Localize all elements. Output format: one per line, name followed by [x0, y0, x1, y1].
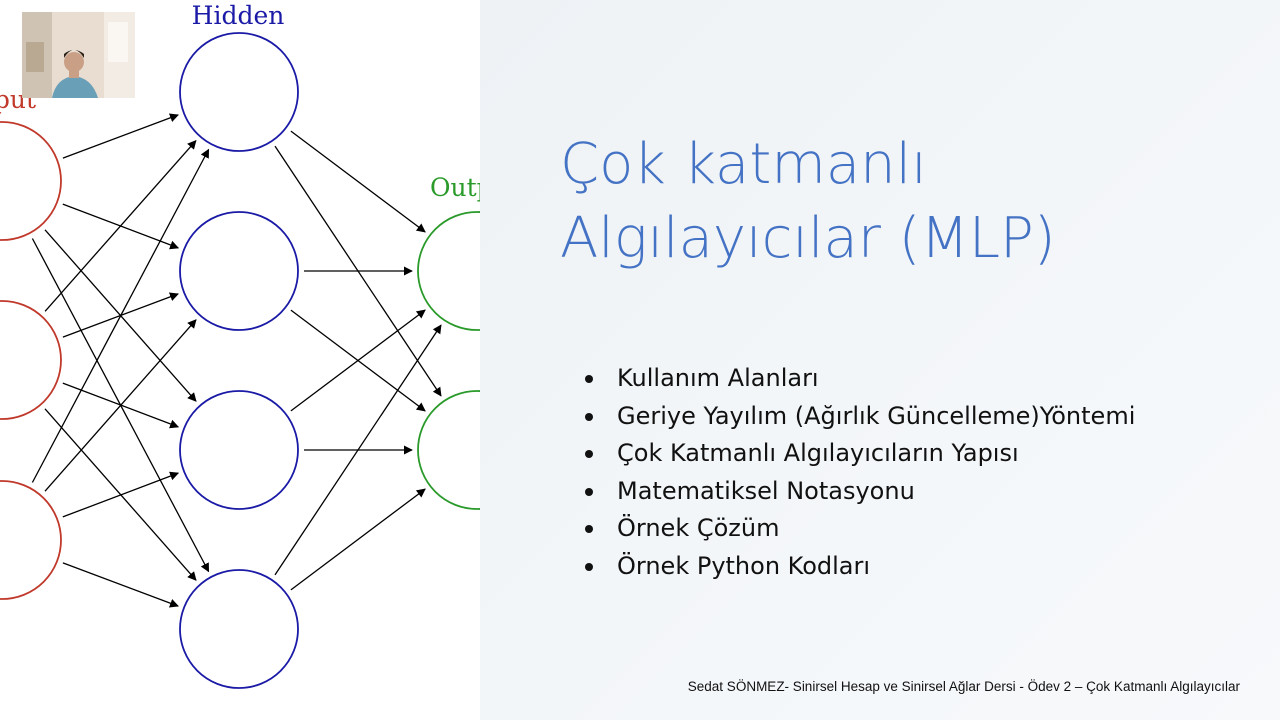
bullet-text: Geriye Yayılım (Ağırlık Güncelleme)Yönte…: [617, 401, 1136, 430]
bullet-item: Matematiksel Notasyonu: [585, 473, 1135, 511]
bullet-text: Örnek Çözüm: [617, 514, 780, 542]
input-hidden-edge-2-1: [44, 319, 197, 492]
presenter-webcam: [22, 12, 135, 98]
hidden-output-edge-0-0: [290, 130, 426, 233]
hidden-output-edge-3-0: [274, 324, 442, 576]
bullet-text: Matematiksel Notasyonu: [617, 476, 915, 505]
hidden-output-edge-2-0: [290, 309, 426, 412]
neural-network-svg: Hidden Input Output: [0, 1, 480, 689]
slide-title-line-2: Algılayıcılar (MLP): [560, 206, 1056, 271]
hidden-layer-label: Hidden: [192, 1, 285, 30]
bullet-text: Örnek Python Kodları: [617, 551, 871, 580]
hidden-neuron-2: [179, 211, 299, 331]
bullet-item: Kullanım Alanları: [585, 360, 1135, 398]
bullet-dot-icon: [585, 412, 593, 421]
slide-content-panel: Çok katmanlı Algılayıcılar (MLP) Kullanı…: [480, 0, 1280, 720]
slide-footer: Sedat SÖNMEZ- Sinirsel Hesap ve Sinirsel…: [687, 679, 1240, 694]
bullet-dot-icon: [585, 487, 593, 496]
input-neuron-3: [0, 480, 62, 600]
hidden-neuron-4: [179, 569, 299, 689]
input-hidden-edge-0-0: [62, 113, 179, 159]
neural-network-diagram: Hidden Input Output: [0, 0, 480, 720]
slide-title-line-1: Çok katmanlı: [560, 132, 927, 197]
input-neuron-2: [0, 300, 62, 420]
bullet-dot-icon: [585, 525, 593, 533]
bullet-dot-icon: [585, 450, 593, 458]
output-neuron-1: [417, 211, 480, 331]
person-webcam-icon: [22, 12, 135, 98]
bullet-dot-icon: [585, 562, 593, 571]
output-layer-label: Output: [430, 173, 480, 202]
bullet-item: Örnek Python Kodları: [585, 548, 1135, 586]
connection-edges: [31, 113, 442, 608]
slide-title: Çok katmanlı Algılayıcılar (MLP): [560, 128, 1240, 276]
output-neuron-2: [417, 390, 480, 510]
bullet-text: Çok Katmanlı Algılayıcıların Yapısı: [617, 439, 1019, 467]
input-neuron-1: [0, 121, 62, 241]
hidden-output-edge-3-1: [290, 488, 426, 591]
bullet-dot-icon: [585, 375, 593, 383]
input-hidden-edge-2-3: [62, 562, 179, 608]
bullet-item: Geriye Yayılım (Ağırlık Güncelleme)Yönte…: [585, 398, 1135, 436]
bullet-text: Kullanım Alanları: [617, 364, 819, 392]
input-hidden-edge-2-2: [62, 471, 180, 518]
bullet-item: Çok Katmanlı Algılayıcıların Yapısı: [585, 435, 1135, 473]
input-hidden-edge-1-0: [44, 140, 197, 312]
hidden-neuron-1: [179, 32, 299, 152]
input-hidden-edge-2-0: [31, 148, 210, 483]
neuron-nodes: [0, 32, 480, 689]
topic-bullet-list: Kullanım Alanları Geriye Yayılım (Ağırlı…: [585, 360, 1135, 585]
bullet-item: Örnek Çözüm: [585, 510, 1135, 548]
hidden-neuron-3: [179, 390, 299, 510]
